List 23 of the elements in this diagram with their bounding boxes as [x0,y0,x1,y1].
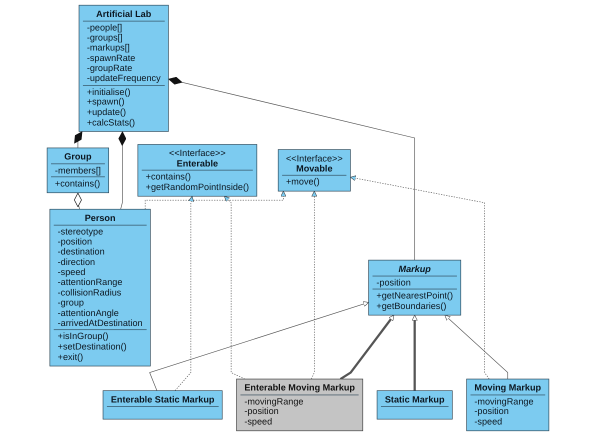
node-box: Artificial Lab -people[] -groups[] -markups[] -spawnRate -groupRate -updateFrequency +initialise() +spawn() +update() +calcStats() [78,4,169,132]
node-box: Enterable Moving Markup -movingRange -position -speed [236,378,364,432]
node-box: <<Interface>> Movable +move() [278,149,351,192]
connector [74,192,82,210]
node-box: Markup -position +getNearestPoint() +getBoundaries() [368,260,462,316]
connector [118,131,126,210]
node-box: Group -members[] +contains() [46,148,110,194]
arrow [149,301,369,391]
arrow [350,175,490,380]
arrow [444,314,508,380]
arrow [144,190,286,210]
node-box: Enterable Static Markup [102,390,223,420]
node-box: Moving Markup -movingRange -position -speed [466,378,550,432]
node-box: Person -stereotype -position -destination -direction -speed -attentionRange -collisionRadius -group -attentionAngle -arrivedAtDestination +isInGroup() +setDestination() +exit() [50,208,151,366]
arrow [174,196,194,391]
arrow [412,314,418,391]
arrow [311,190,318,380]
arrow [224,196,246,380]
node-box: <<Interface>> Enterable +contains() +getRandomPointInside() [138,144,258,197]
arrow [340,314,394,380]
node-box: Static Markup [376,390,453,420]
connector [74,131,82,148]
connector [168,76,416,260]
